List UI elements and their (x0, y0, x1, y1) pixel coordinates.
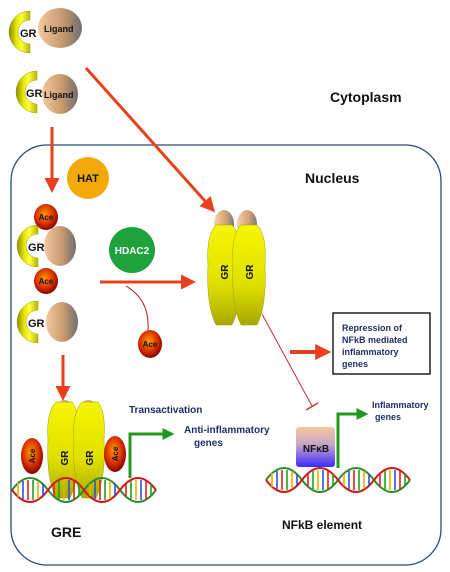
hat-label: HAT (77, 173, 99, 185)
repression-line-1: Repression of (342, 323, 403, 333)
hat-enzyme: HAT (67, 157, 109, 199)
gr-label: GR (26, 88, 43, 100)
nucleus-label: Nucleus (305, 170, 360, 186)
gre-label: GRE (51, 524, 81, 540)
anti-inflammatory-line-1: Anti-inflammatory (184, 425, 270, 436)
ace-label: Ace (111, 446, 120, 461)
cytoplasm-label: Cytoplasm (330, 89, 402, 105)
ace-removal-curve (125, 285, 149, 331)
ace-label: Ace (143, 340, 158, 349)
transactivation-label: Transactivation (129, 405, 202, 416)
nfkb-element-label: NFkB element (282, 518, 362, 532)
gr-label: GR (60, 450, 71, 466)
anti-inflammatory-line-2: genes (194, 438, 223, 449)
nucleus-boundary (10, 144, 442, 566)
repression-line-2: NFkB mediated (342, 335, 408, 345)
ace-group-released: Ace (138, 330, 162, 358)
ace-label: Ace (39, 277, 54, 286)
gr-label: GR (245, 264, 256, 280)
inhibition-line (261, 313, 313, 407)
ace-group: Ace (34, 204, 58, 230)
gr-ligand-unbound: GR Ligand (8, 8, 82, 54)
gr-dimer: GR GR (207, 210, 266, 326)
ace-label: Ace (28, 448, 37, 463)
gr-acetylated-2: GR (16, 300, 78, 344)
nfkb-factor: NFκB (296, 427, 335, 467)
inflammatory-arrow (336, 408, 369, 468)
gr-ligand-bound: GR Ligand (15, 70, 78, 114)
ace-group: Ace (104, 436, 126, 472)
repression-box: Repression of NFkB mediated inflammatory… (332, 312, 431, 375)
gr-label: GR (85, 450, 96, 466)
gr-label: GR (220, 264, 231, 280)
gre-complex: GR GR (47, 400, 105, 499)
repression-line-3: inflammatory (342, 347, 399, 357)
nfkb-label: NFκB (303, 444, 329, 455)
gr-label: GR (20, 28, 37, 40)
ace-group: Ace (34, 268, 58, 294)
gr-label: GR (28, 318, 45, 330)
repression-line-4: genes (342, 359, 368, 369)
inhibition-bar (305, 402, 319, 411)
ligand-label: Ligand (44, 24, 74, 34)
ligand-label: Ligand (44, 90, 74, 100)
ace-label: Ace (39, 213, 54, 222)
nfkb-dna (265, 467, 411, 493)
ligand-shape (42, 74, 78, 114)
transactivation-arrow (128, 428, 175, 478)
hdac2-enzyme: HDAC2 (109, 227, 155, 273)
gr-label: GR (28, 242, 45, 254)
arrow-to-dimer (84, 67, 215, 213)
hdac2-label: HDAC2 (115, 246, 150, 257)
inflammatory-line-2: genes (375, 412, 401, 422)
inflammatory-line-1: Inflammatory (372, 400, 429, 410)
ace-group: Ace (21, 438, 43, 474)
ligand-shape (38, 8, 82, 48)
gr-acetylated-1: GR (16, 224, 76, 268)
